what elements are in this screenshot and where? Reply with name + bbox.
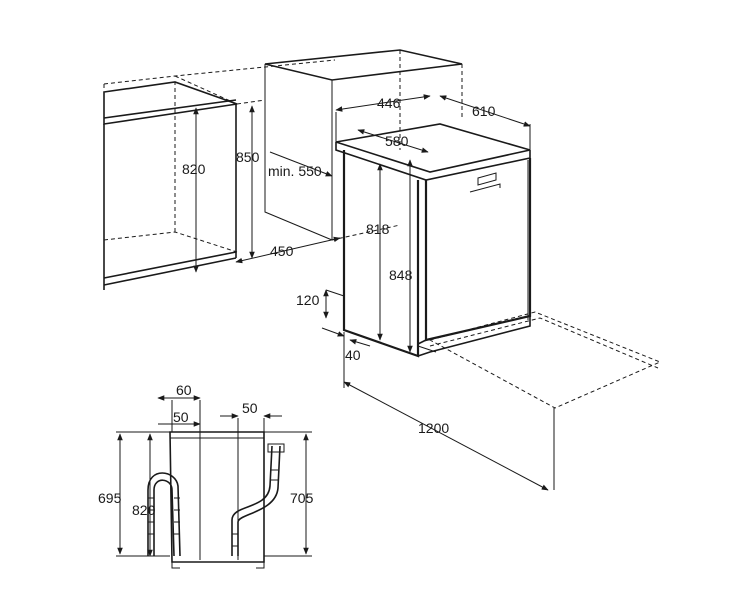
label-446: 446 (377, 95, 401, 111)
label-min550: min. 550 (268, 163, 322, 179)
floor-outline (428, 311, 662, 409)
label-50-right: 50 (242, 400, 258, 416)
hose-cabinet (169, 431, 265, 563)
label-40: 40 (345, 347, 361, 363)
label-848: 848 (389, 267, 413, 283)
main-dimension-lines (193, 94, 555, 491)
dim-line-40 (321, 327, 345, 337)
main-view: 446 610 580 850 820 min. 550 450 818 848… (103, 49, 662, 491)
right-hose (231, 445, 273, 556)
label-580: 580 (385, 133, 409, 149)
dim-line-580 (357, 129, 429, 153)
label-120: 120 (296, 292, 320, 308)
dim-line-min550 (269, 151, 333, 177)
back-recess (236, 49, 463, 241)
dim-line-1200 (343, 381, 549, 491)
label-705: 705 (290, 490, 314, 506)
label-1200: 1200 (418, 420, 449, 436)
label-450: 450 (270, 243, 294, 259)
label-695: 695 (98, 490, 122, 506)
label-818: 818 (366, 221, 390, 237)
dim-line-446 (335, 94, 431, 112)
label-820: 820 (182, 161, 206, 177)
dim-line-450 (235, 236, 341, 264)
label-50-left: 50 (173, 409, 189, 425)
label-850: 850 (236, 149, 260, 165)
label-820-hose: 820 (132, 502, 156, 518)
hose-view: 60 50 50 695 820 705 (98, 382, 314, 569)
label-610: 610 (472, 103, 496, 119)
label-60: 60 (176, 382, 192, 398)
dim-line-610 (439, 95, 531, 127)
